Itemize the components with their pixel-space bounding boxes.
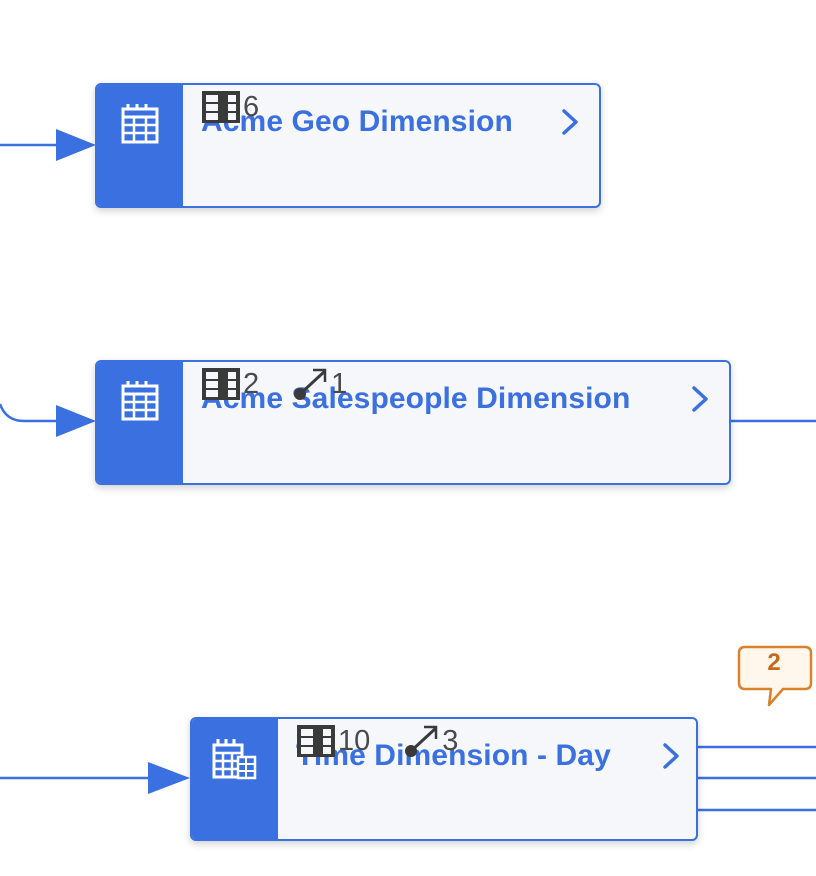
associations-count: 1 bbox=[331, 367, 348, 400]
columns-count: 10 bbox=[338, 724, 371, 757]
chevron-right-icon[interactable] bbox=[561, 109, 579, 140]
association-icon bbox=[404, 724, 440, 758]
chevron-right-icon[interactable] bbox=[662, 743, 680, 774]
table-stack-icon bbox=[212, 737, 258, 839]
connector-into-time bbox=[0, 762, 190, 794]
node-acme-salespeople-dimension[interactable]: Acme Salespeople Dimension 2 bbox=[95, 360, 731, 485]
connector-into-geo bbox=[0, 129, 96, 161]
columns-count: 2 bbox=[243, 367, 260, 400]
node-title[interactable]: Acme Salespeople Dimension bbox=[201, 382, 631, 415]
columns-icon bbox=[201, 367, 241, 401]
node-meta: 2 1 bbox=[201, 367, 347, 401]
node-meta: 10 3 bbox=[296, 724, 458, 758]
associations-count: 3 bbox=[442, 724, 459, 757]
table-icon bbox=[120, 103, 160, 206]
node-icon-strip bbox=[97, 85, 183, 206]
columns-icon bbox=[201, 90, 241, 124]
columns-count: 6 bbox=[243, 90, 260, 123]
node-icon-strip bbox=[97, 362, 183, 483]
comment-badge[interactable]: 2 bbox=[737, 645, 813, 714]
node-meta: 6 bbox=[201, 90, 259, 124]
node-time-dimension-day[interactable]: Time Dimension - Day 10 bbox=[190, 717, 698, 841]
chevron-right-icon[interactable] bbox=[691, 386, 709, 417]
node-icon-strip bbox=[192, 719, 278, 839]
node-title[interactable]: Time Dimension - Day bbox=[296, 739, 611, 772]
connector-into-salespeople bbox=[0, 403, 96, 437]
speech-bubble-icon bbox=[737, 645, 813, 707]
node-acme-geo-dimension[interactable]: Acme Geo Dimension 6 bbox=[95, 83, 601, 208]
connectors-out-time bbox=[697, 745, 816, 812]
node-title[interactable]: Acme Geo Dimension bbox=[201, 105, 513, 138]
comment-count: 2 bbox=[767, 649, 781, 676]
association-icon bbox=[293, 367, 329, 401]
columns-icon bbox=[296, 724, 336, 758]
table-icon bbox=[120, 380, 160, 483]
